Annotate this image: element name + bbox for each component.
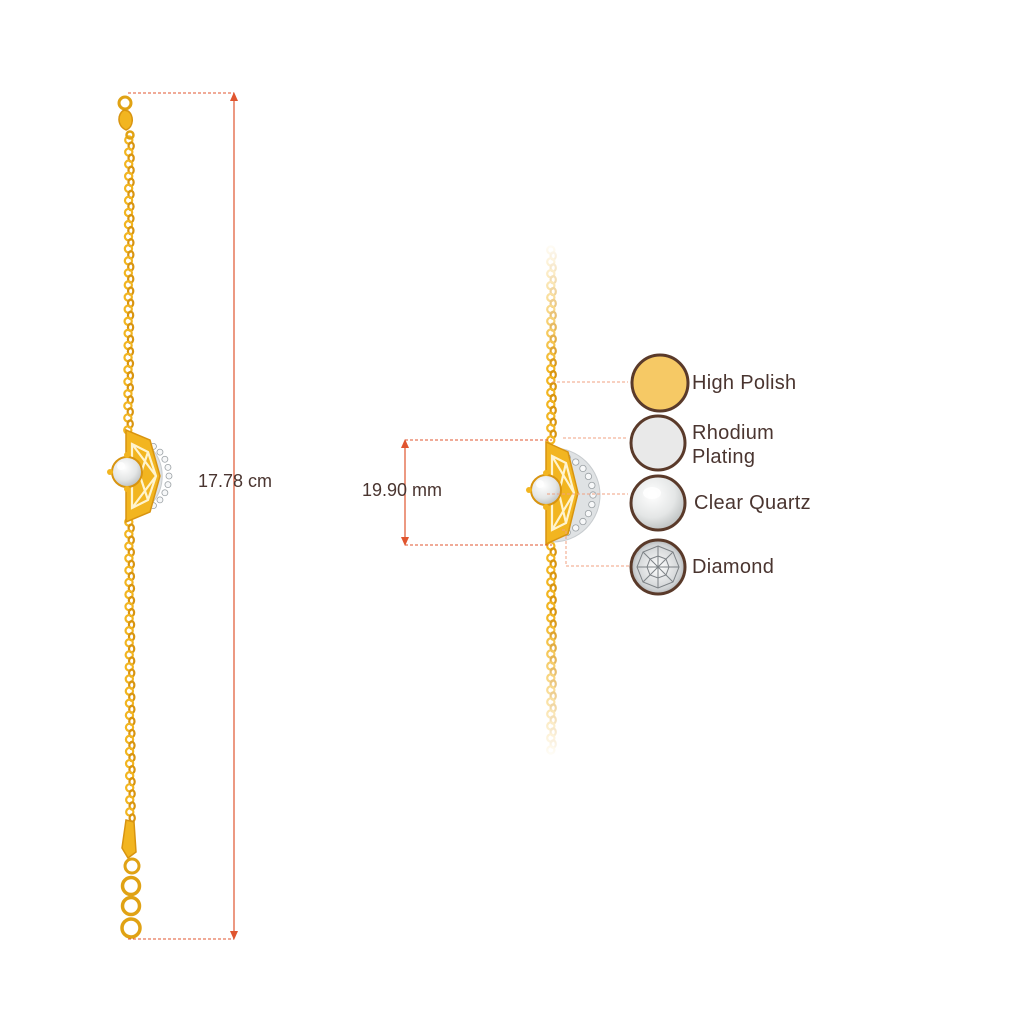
pave-stone — [584, 472, 593, 481]
rhodium-label-line1: Rhodium — [692, 422, 775, 444]
pave-stone — [164, 481, 172, 489]
detail-charm — [526, 440, 601, 546]
pave-stone — [161, 489, 169, 497]
legend-leaders — [547, 381, 630, 567]
extension-rings — [120, 819, 142, 939]
clear-quartz-swatch — [629, 474, 687, 532]
pave-stone — [588, 500, 596, 509]
pave-stone — [156, 448, 164, 456]
pave-stone — [589, 491, 597, 499]
motif-height-dimension — [401, 439, 552, 546]
length-label: 17.78 cm — [198, 471, 273, 491]
rhodium-swatch — [629, 414, 687, 472]
bracelet-chain — [123, 135, 136, 823]
pave-stone — [579, 517, 587, 526]
material-swatches — [629, 353, 690, 596]
high-polish-label: High Polish — [692, 372, 797, 394]
pave-stone — [572, 458, 580, 466]
diamond-label: Diamond — [692, 556, 775, 578]
full-bracelet-view — [107, 92, 238, 940]
pave-stone — [588, 481, 596, 490]
diamond-swatch — [629, 538, 687, 596]
length-dimension — [128, 92, 238, 940]
high-polish-swatch — [630, 353, 690, 413]
bracelet-charm — [107, 428, 173, 524]
pave-stone — [156, 496, 164, 504]
pave-stone — [579, 464, 587, 473]
pave-stone — [584, 509, 593, 518]
lobster-clasp — [117, 95, 135, 140]
pave-stone — [164, 463, 172, 471]
pave-stone — [572, 524, 580, 532]
detail-view — [401, 240, 690, 760]
rhodium-label-line2: Plating — [692, 446, 756, 468]
pave-stone — [161, 455, 169, 463]
pave-stone — [165, 472, 173, 480]
motif-height-label: 19.90 mm — [362, 480, 443, 500]
clear-quartz-label: Clear Quartz — [694, 492, 811, 514]
